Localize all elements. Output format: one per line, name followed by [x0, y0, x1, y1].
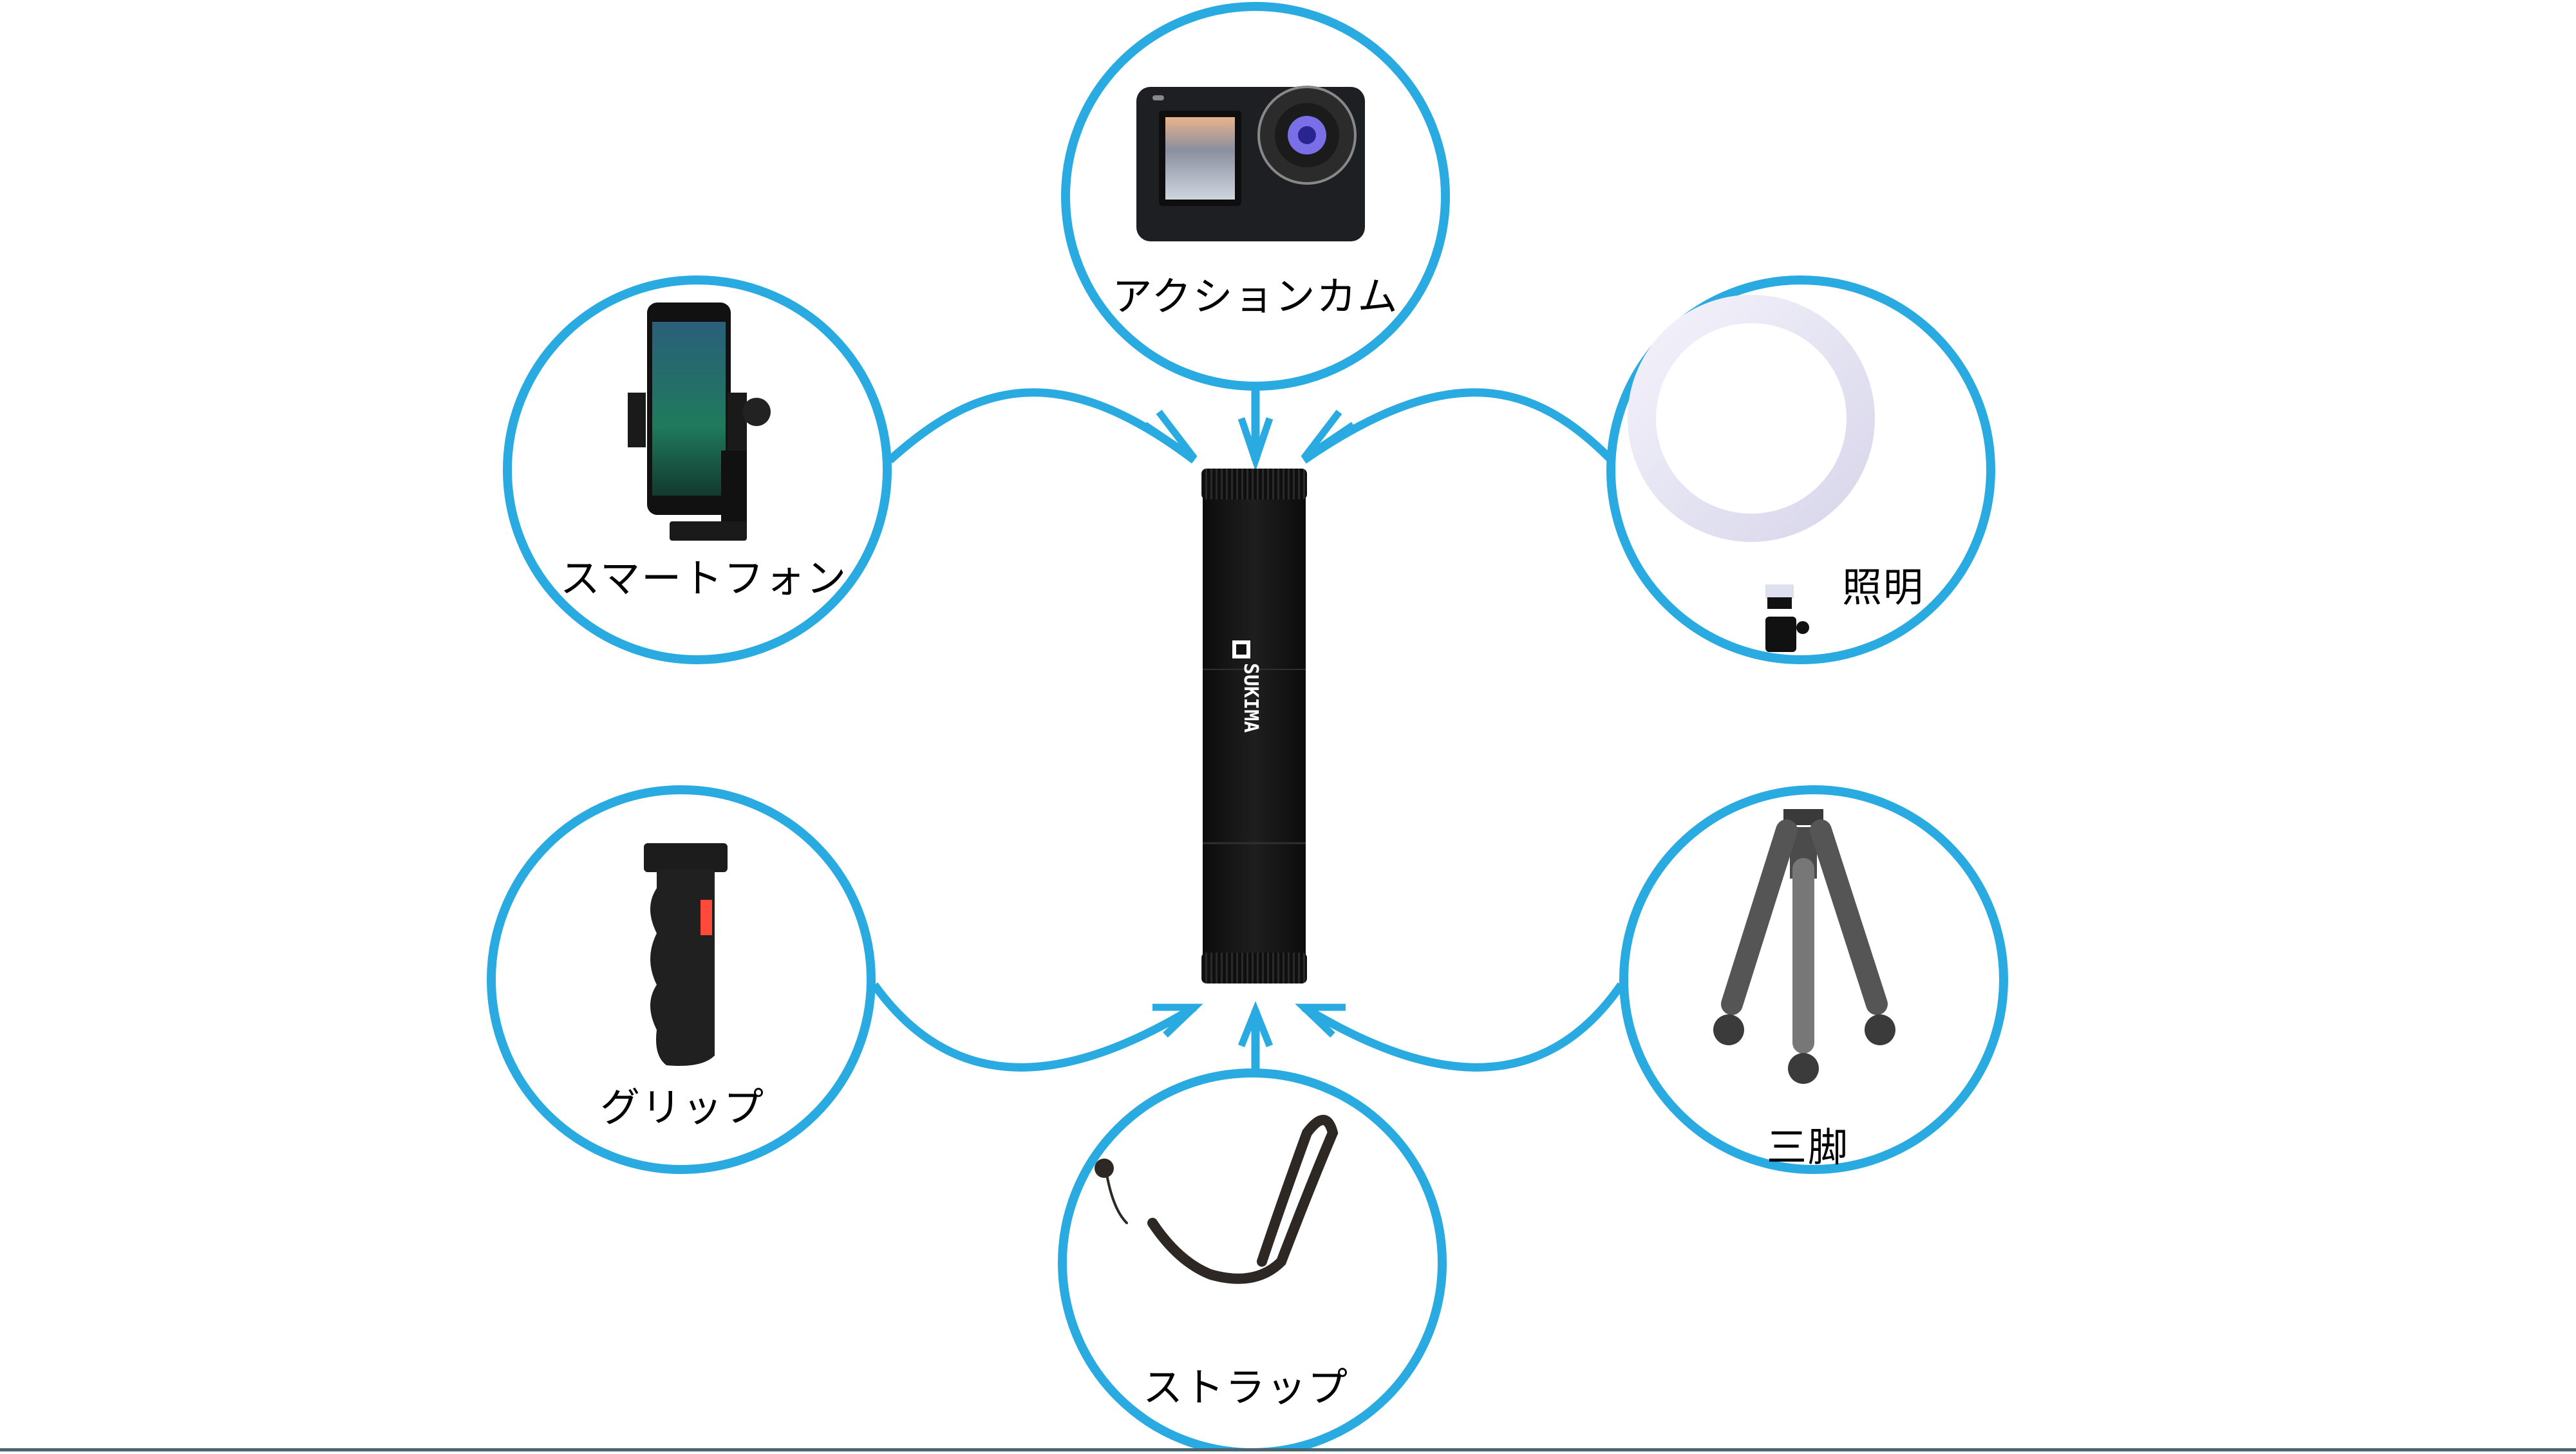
label-tripod: 三脚 [1766, 1124, 1850, 1171]
label-smartphone: スマートフォン [559, 555, 848, 602]
smartphone-image [628, 303, 771, 541]
arrow-grip [870, 982, 1197, 1072]
arrow-tripod [1301, 982, 1625, 1072]
arrow-smartphone [887, 388, 1197, 464]
circle-lighting [1606, 275, 1995, 664]
label-action-cam: アクションカム [1112, 273, 1399, 320]
grip-image [644, 843, 728, 1066]
rod-logo-text: SUKIMA [1239, 663, 1262, 733]
connector-arrows [870, 388, 1625, 1074]
bottom-bar [0, 1448, 2576, 1451]
ring-light-image [1628, 295, 1875, 652]
label-strap: ストラップ [1142, 1364, 1349, 1411]
rod-logo [1232, 640, 1250, 658]
label-grip: グリップ [599, 1084, 766, 1131]
action-cam-image [1136, 86, 1365, 241]
arrow-lighting [1301, 388, 1615, 464]
central-rod [1201, 469, 1307, 983]
label-lighting: 照明 [1841, 564, 1925, 611]
tripod-image [1713, 809, 1895, 1084]
strap-image [1095, 1115, 1339, 1284]
